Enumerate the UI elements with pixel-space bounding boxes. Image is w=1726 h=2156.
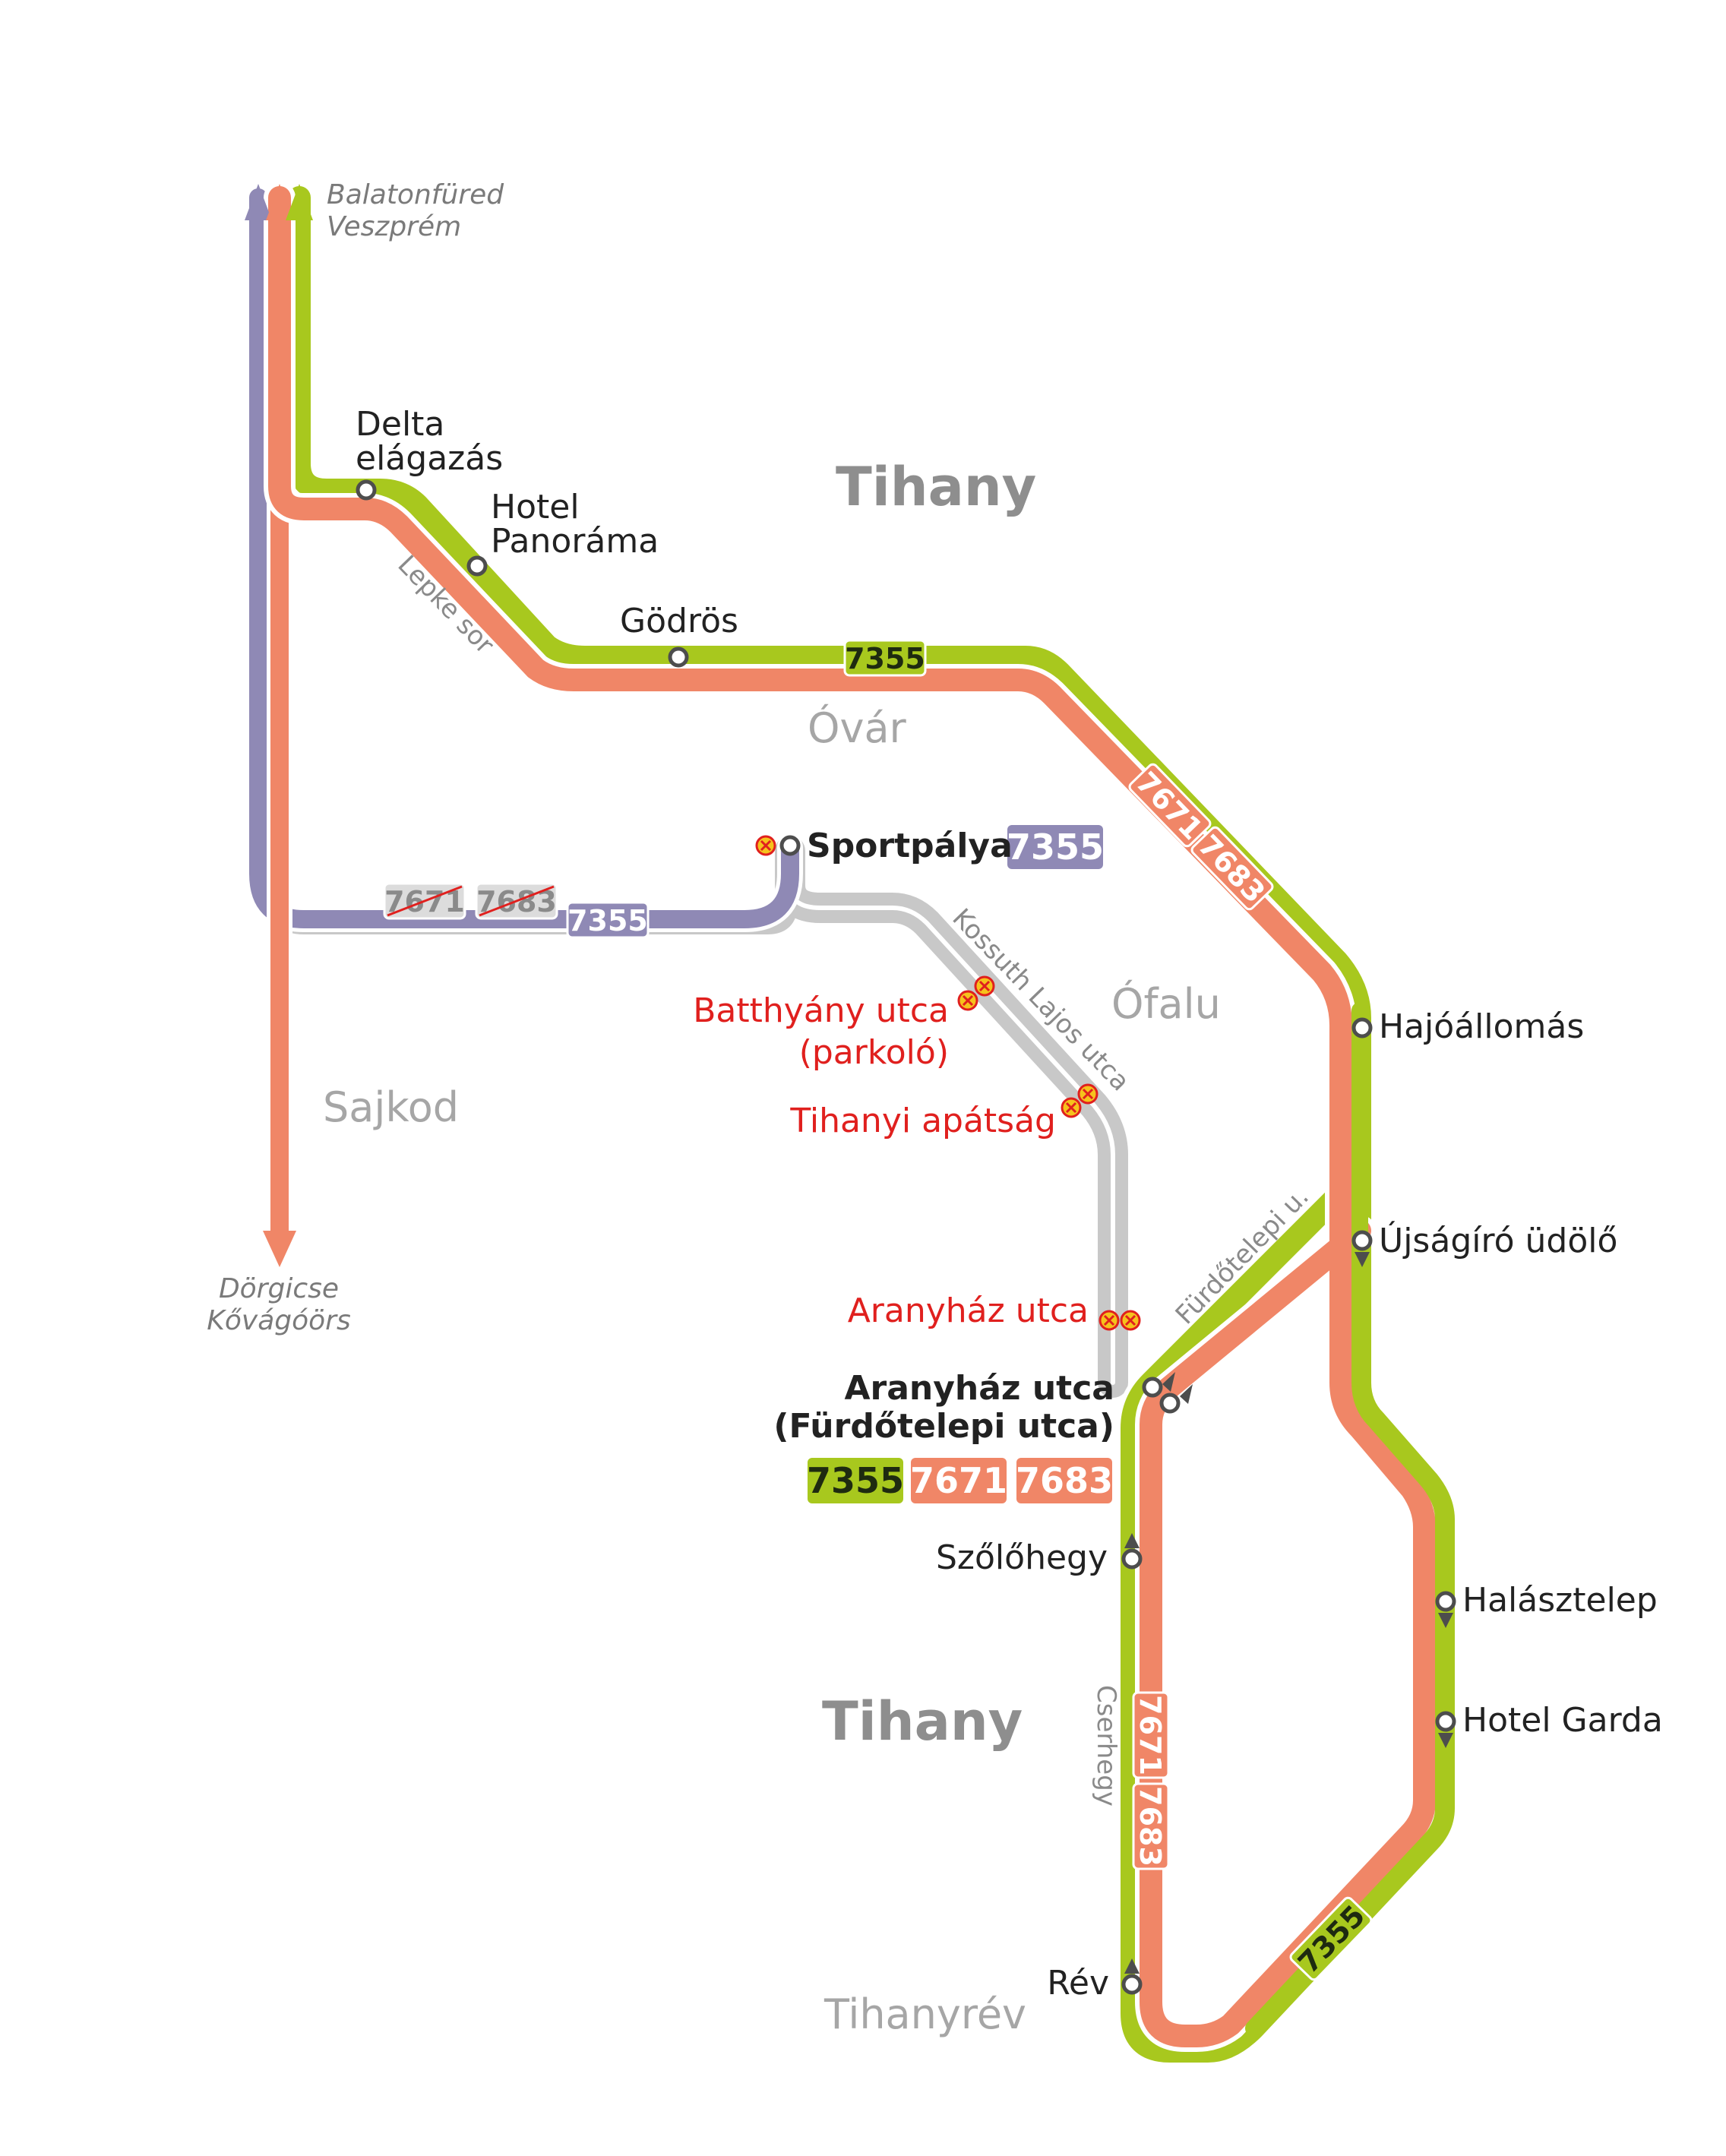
arrow-up-green-icon <box>286 184 313 220</box>
direction-down-icon <box>1438 1613 1453 1628</box>
direction-up-icon <box>1124 1958 1140 1974</box>
area-label-tihany-north: Tihany <box>836 456 1036 518</box>
area-label-sajkod: Sajkod <box>323 1083 459 1131</box>
badge-7671-aranyhaz: 7671 <box>910 1458 1007 1503</box>
badge-7355-sportpalya: 7355 <box>1007 825 1104 869</box>
closed-label-batthyany-1: Batthyány utca <box>693 991 949 1030</box>
route-7355-overlay <box>1245 1002 1452 2037</box>
arrow-down-orange-icon <box>263 1231 296 1267</box>
svg-text:7355: 7355 <box>1007 827 1104 868</box>
svg-text:7683: 7683 <box>1016 1460 1113 1501</box>
badge-7671-crossed: 7671 <box>383 882 466 920</box>
destination-south-1: Dörgicse <box>219 1273 339 1304</box>
stop-label-aranyhaz-2: (Fürdőtelepi utca) <box>773 1407 1114 1446</box>
closed-label-apatsag: Tihanyi apátság <box>789 1102 1056 1140</box>
stop-labels: Delta elágazás Hotel Panoráma Gödrös Spo… <box>356 405 1663 2003</box>
badge-7683-vertical: 7683 <box>1132 1782 1170 1870</box>
svg-text:7355: 7355 <box>567 904 648 937</box>
area-labels: Tihany Tihany Óvár Ófalu Sajkod Tihanyré… <box>323 456 1221 2038</box>
stop-marker-hajoallomas[interactable] <box>1351 1017 1373 1038</box>
destination-south-2: Kővágóörs <box>207 1305 350 1336</box>
svg-text:7683: 7683 <box>1133 1786 1167 1867</box>
stop-marker-rev[interactable] <box>1121 1958 1143 1995</box>
stop-marker-szolohegy[interactable] <box>1121 1533 1143 1570</box>
direction-upright-icon <box>1180 1384 1193 1404</box>
stop-marker-sportpalya[interactable] <box>779 835 801 856</box>
closed-stop-apatsag-icon <box>1061 1083 1099 1118</box>
stop-marker-hotel-garda[interactable] <box>1435 1711 1456 1748</box>
stop-label-hotel-garda: Hotel Garda <box>1462 1701 1663 1740</box>
stop-label-delta-1: Delta <box>356 405 444 444</box>
stop-marker-panorama[interactable] <box>466 555 488 577</box>
stop-marker-halasztelep[interactable] <box>1435 1591 1456 1628</box>
closed-stop-sportpalya-icon <box>755 835 776 856</box>
stop-label-sportpalya: Sportpálya <box>807 827 1013 865</box>
direction-down-icon <box>1438 1733 1453 1748</box>
stop-label-panorama-1: Hotel <box>491 488 580 526</box>
svg-text:7671: 7671 <box>1133 1695 1167 1775</box>
closed-stop-aranyhaz-icon <box>1099 1310 1141 1331</box>
stop-markers <box>356 479 1456 1995</box>
stop-label-ujsagiro: Újságíró üdölő <box>1379 1220 1617 1260</box>
stop-label-hajoallomas: Hajóállomás <box>1379 1007 1584 1046</box>
svg-text:7671: 7671 <box>910 1460 1007 1501</box>
arrows <box>245 184 313 1267</box>
badge-7355-top: 7355 <box>843 639 927 677</box>
stop-label-szolohegy: Szőlőhegy <box>936 1538 1108 1577</box>
arrow-up-orange-icon <box>266 184 293 220</box>
closed-label-batthyany-2: (parkoló) <box>799 1033 949 1072</box>
destination-north-2: Veszprém <box>327 211 461 242</box>
stop-marker-aranyhaz[interactable] <box>1142 1372 1193 1414</box>
badge-7683-crossed: 7683 <box>475 882 558 920</box>
stop-label-rev: Rév <box>1047 1964 1109 2003</box>
svg-text:7355: 7355 <box>807 1460 904 1501</box>
destinations: Balatonfüred Veszprém Dörgicse Kővágóörs <box>207 179 504 1336</box>
svg-text:7355: 7355 <box>845 642 925 675</box>
stop-label-panorama-2: Panoráma <box>491 522 659 561</box>
stop-marker-godros[interactable] <box>668 646 689 668</box>
closed-label-aranyhaz: Aranyház utca <box>848 1291 1089 1330</box>
stop-label-delta-2: elágazás <box>356 439 503 478</box>
street-label-cserhegy: Cserhegy <box>1091 1685 1121 1807</box>
stop-label-aranyhaz-1: Aranyház utca <box>844 1369 1114 1408</box>
closed-stop-labels: Batthyány utca (parkoló) Tihanyi apátság… <box>693 991 1089 1330</box>
badge-7355-purple-line: 7355 <box>566 901 650 939</box>
area-label-tihany-south: Tihany <box>822 1690 1023 1753</box>
closed-stop-batthyany-icon <box>957 975 995 1011</box>
area-label-tihanyrev: Tihanyrév <box>823 1990 1026 2038</box>
stop-label-godros: Gödrös <box>620 602 738 640</box>
badge-7683-aranyhaz: 7683 <box>1016 1458 1113 1503</box>
direction-up-icon <box>1124 1533 1140 1548</box>
badge-7671-vertical: 7671 <box>1132 1691 1170 1779</box>
direction-upleft-icon <box>1162 1372 1175 1392</box>
destination-north-1: Balatonfüred <box>327 179 504 210</box>
area-label-ovar: Óvár <box>808 704 907 752</box>
badge-7355-aranyhaz: 7355 <box>807 1458 904 1503</box>
stop-marker-ujsagiro[interactable] <box>1351 1230 1373 1267</box>
arrow-up-purple-icon <box>245 184 272 220</box>
route-7671-7683-main-line-fill <box>268 186 1436 2047</box>
direction-down-icon <box>1355 1252 1370 1267</box>
area-label-ofalu: Ófalu <box>1111 980 1221 1028</box>
stop-label-halasztelep: Halásztelep <box>1462 1581 1658 1620</box>
stop-marker-delta[interactable] <box>356 479 377 501</box>
closed-stop-markers <box>755 835 1141 1331</box>
